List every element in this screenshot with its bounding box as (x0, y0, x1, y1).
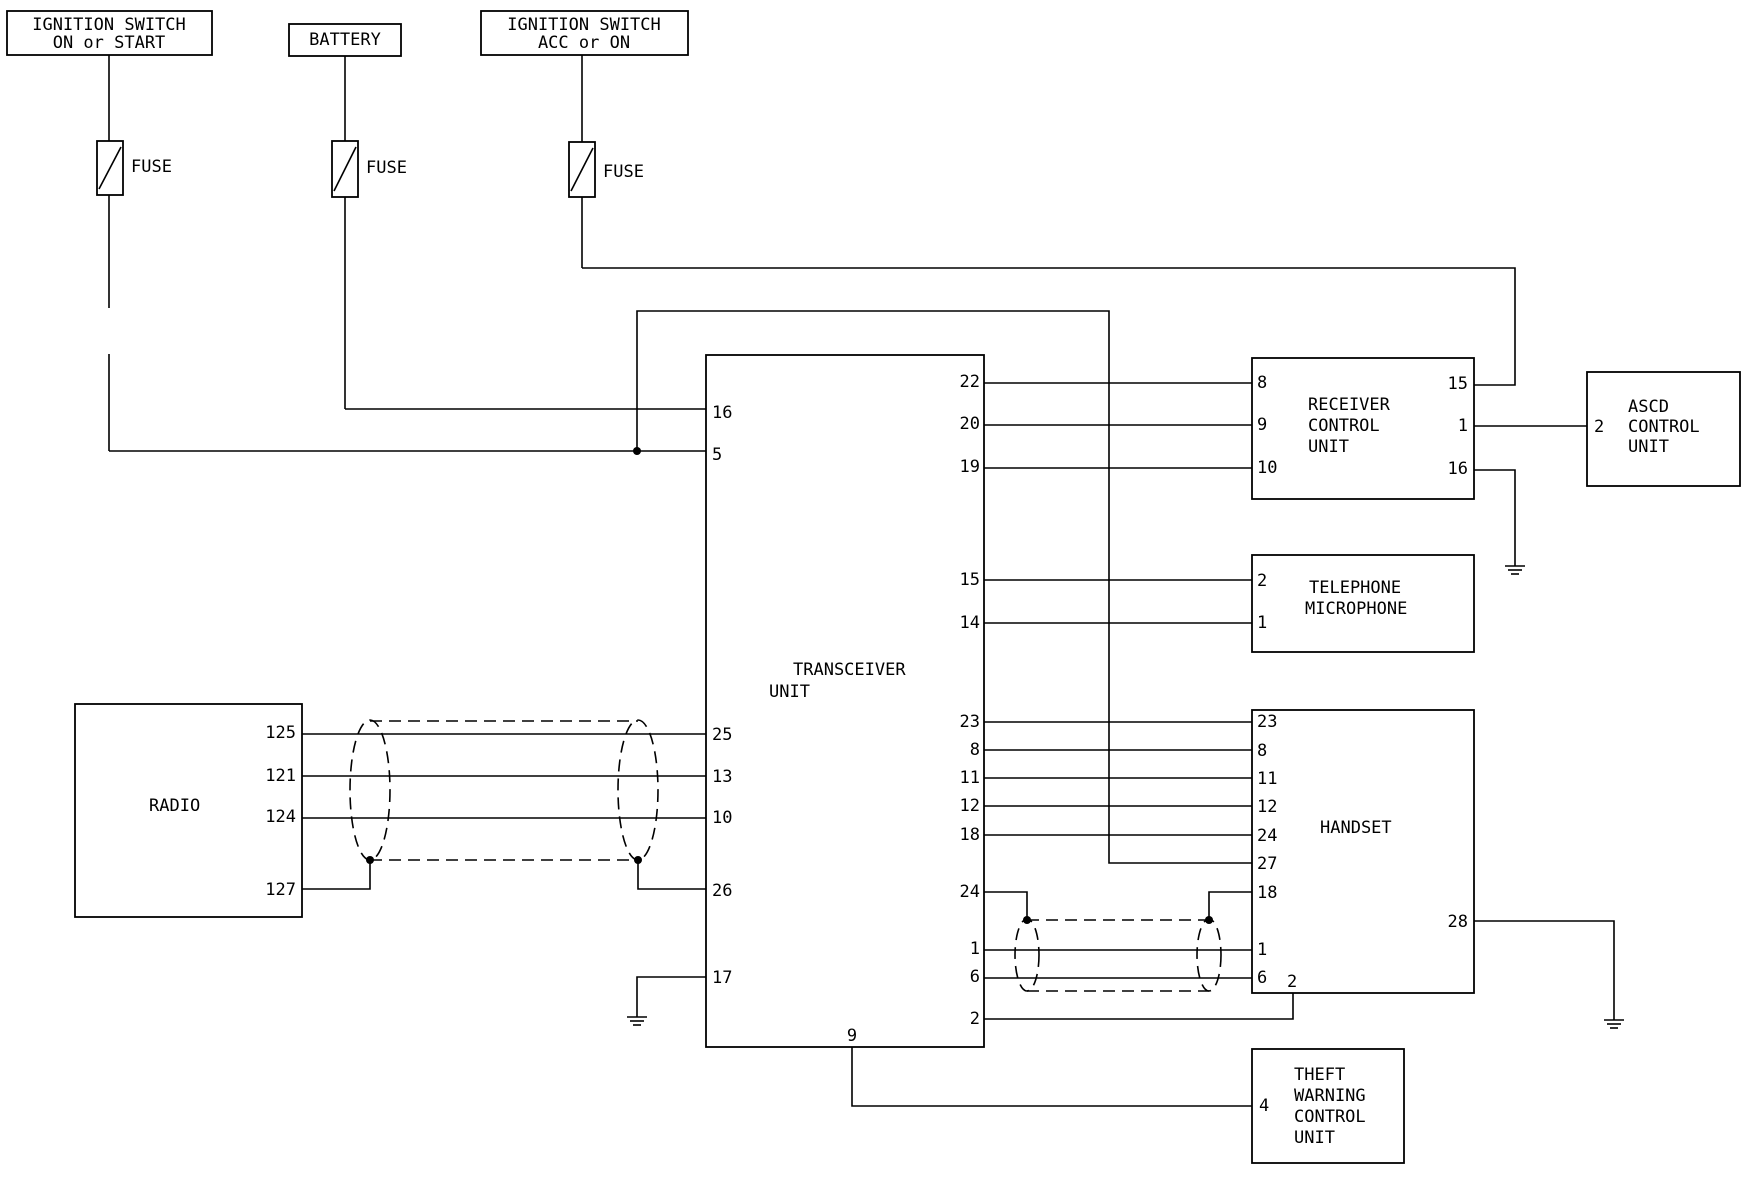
fuse-ignition-acc-on: FUSE (568, 141, 644, 198)
pin-label: 8 (1257, 741, 1267, 761)
radio: RADIO 125 121 124 127 (74, 703, 303, 918)
pin-label: 11 (960, 768, 980, 788)
ascd-control-unit: ASCD CONTROL UNIT 2 (1586, 371, 1741, 487)
pin-label: 16 (1448, 459, 1468, 479)
telephone-microphone: TELEPHONE MICROPHONE 2 1 (1251, 554, 1475, 653)
battery-source: BATTERY (288, 23, 402, 57)
transceiver-unit: TRANSCEIVER UNIT 16 5 25 13 10 26 17 22 … (705, 354, 985, 1048)
theft-label-1: THEFT (1294, 1065, 1345, 1085)
fuse-ignition-on-start: FUSE (96, 140, 172, 196)
ground-receiver-icon (1474, 469, 1525, 575)
pin-label: 4 (1259, 1096, 1269, 1116)
ignition-on-start-label-2: ON or START (53, 33, 166, 53)
ground-transceiver-icon (627, 976, 706, 1026)
pin-label: 14 (960, 613, 980, 633)
pin-label: 1 (1458, 416, 1468, 436)
pin-label: 10 (1257, 458, 1277, 478)
pin-label: 5 (712, 445, 722, 465)
pin-label: 17 (712, 968, 732, 988)
ignition-acc-on-label-2: ACC or ON (538, 33, 630, 53)
pin-label: 11 (1257, 769, 1277, 789)
microphone-label-1: TELEPHONE (1309, 578, 1401, 598)
pin-label: 19 (960, 457, 980, 477)
pin-label: 13 (712, 767, 732, 787)
pin-label: 28 (1448, 912, 1468, 932)
receiver-label-1: RECEIVER (1308, 395, 1391, 415)
pin-label: 18 (960, 825, 980, 845)
pin-label: 9 (847, 1026, 857, 1046)
pin-label: 23 (1257, 712, 1277, 732)
pin-label: 27 (1257, 854, 1277, 874)
pin-label: 23 (960, 712, 980, 732)
pin-label: 10 (712, 808, 732, 828)
pin-label: 127 (265, 880, 296, 900)
theft-warning-control-unit: THEFT WARNING CONTROL UNIT 4 (1251, 1048, 1405, 1164)
pin-label: 125 (265, 723, 296, 743)
ignition-on-start-source: IGNITION SWITCH ON or START (6, 10, 213, 56)
pin-label: 8 (1257, 373, 1267, 393)
pin-label: 1 (970, 939, 980, 959)
pin-label: 2 (1287, 972, 1297, 992)
ascd-label-2: CONTROL (1628, 417, 1700, 437)
signal-wires (851, 382, 1587, 1107)
ground-handset-icon (1474, 920, 1624, 1029)
pin-label: 22 (960, 372, 980, 392)
pin-label: 12 (960, 796, 980, 816)
fuse-label: FUSE (603, 162, 644, 182)
pin-label: 24 (960, 882, 980, 902)
pin-label: 2 (970, 1009, 980, 1029)
theft-label-3: CONTROL (1294, 1107, 1366, 1127)
ignition-acc-on-source: IGNITION SWITCH ACC or ON (480, 10, 689, 56)
pin-label: 18 (1257, 883, 1277, 903)
pin-label: 2 (1594, 417, 1604, 437)
receiver-label-3: UNIT (1308, 437, 1349, 457)
pin-label: 26 (712, 881, 732, 901)
fuse-label: FUSE (366, 158, 407, 178)
pin-label: 8 (970, 740, 980, 760)
pin-label: 15 (960, 570, 980, 590)
transceiver-label-2: UNIT (769, 682, 810, 702)
pin-label: 24 (1257, 826, 1277, 846)
pin-label: 15 (1448, 374, 1468, 394)
pin-label: 6 (970, 967, 980, 987)
pin-label: 12 (1257, 797, 1277, 817)
handset: HANDSET 23 8 11 12 24 27 18 1 6 2 28 (1251, 709, 1475, 994)
handset-label: HANDSET (1320, 818, 1392, 838)
pin-label: 121 (265, 766, 296, 786)
pin-label: 20 (960, 414, 980, 434)
theft-label-2: WARNING (1294, 1086, 1366, 1106)
receiver-label-2: CONTROL (1308, 416, 1380, 436)
pin-label: 9 (1257, 415, 1267, 435)
handset-shielded-cable (984, 891, 1252, 992)
power-wires (108, 55, 1516, 864)
battery-label: BATTERY (309, 30, 381, 50)
radio-label: RADIO (149, 796, 200, 816)
receiver-control-unit: RECEIVER CONTROL UNIT 8 9 10 15 1 16 (1251, 357, 1475, 500)
ignition-acc-on-label-1: IGNITION SWITCH (507, 15, 661, 35)
transceiver-label-1: TRANSCEIVER (793, 660, 906, 680)
pin-label: 1 (1257, 613, 1267, 633)
pin-label: 6 (1257, 968, 1267, 988)
pin-label: 1 (1257, 940, 1267, 960)
pin-label: 25 (712, 725, 732, 745)
ascd-label-1: ASCD (1628, 397, 1669, 417)
radio-shielded-cable (302, 719, 706, 890)
fuse-battery: FUSE (331, 140, 407, 198)
pin-label: 16 (712, 403, 732, 423)
theft-label-4: UNIT (1294, 1128, 1335, 1148)
pin-label: 2 (1257, 571, 1267, 591)
microphone-label-2: MICROPHONE (1305, 599, 1407, 619)
pin-label: 124 (265, 807, 296, 827)
ascd-label-3: UNIT (1628, 437, 1669, 457)
ignition-on-start-label-1: IGNITION SWITCH (32, 15, 186, 35)
fuse-label: FUSE (131, 157, 172, 177)
